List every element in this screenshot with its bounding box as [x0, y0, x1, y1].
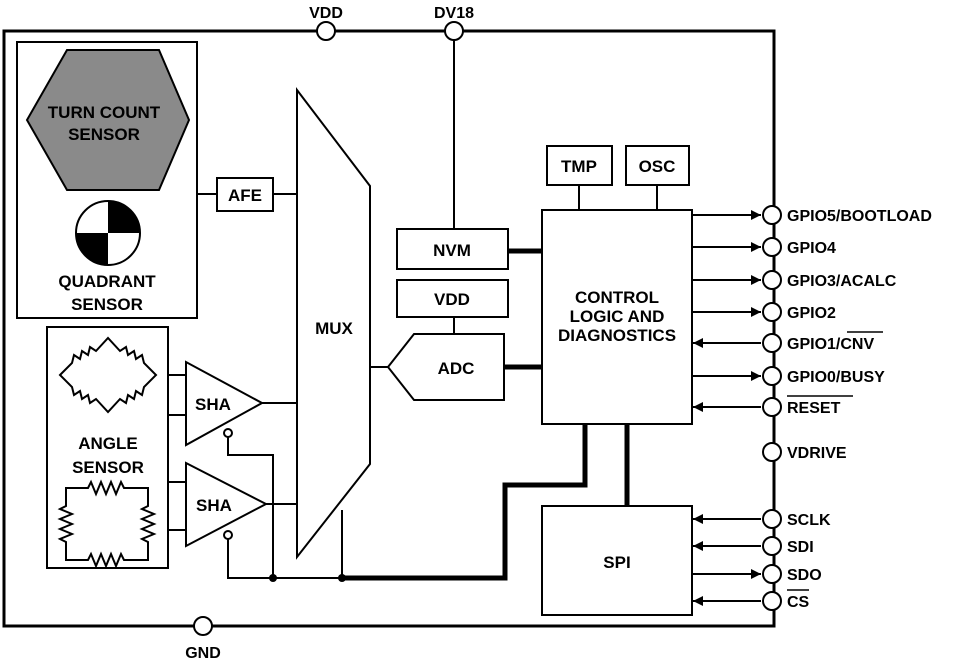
pin-gpio3: GPIO3/ACALC [762, 270, 897, 290]
nvm-label: NVM [433, 241, 471, 260]
pin-gpio5-label: GPIO5/BOOTLOAD [787, 208, 932, 225]
angle-bridge-square [57, 479, 157, 569]
afe-block [216, 177, 274, 212]
pin-vdrive: VDRIVE [762, 442, 847, 462]
nvm-block [396, 228, 509, 270]
vdd-reg-label: VDD [434, 290, 470, 309]
angle-sensor-label-2: SENSOR [72, 458, 144, 477]
afe-label: AFE [228, 186, 262, 205]
adc-label: ADC [438, 359, 475, 378]
tmp-label: TMP [561, 157, 597, 176]
turn-count-sensor-label-1: TURN COUNT [48, 103, 161, 122]
dv18-pin: DV18 [434, 5, 474, 41]
sha-bottom-label: SHA [196, 496, 232, 515]
pin-gpio0: GPIO0/BUSY [762, 366, 885, 386]
pin-sdi: SDI [762, 536, 814, 556]
pin-sdi-label: SDI [787, 539, 814, 556]
pin-sdo: SDO [762, 564, 822, 584]
sha-top: SHA [185, 360, 265, 447]
mux-block: MUX [296, 87, 371, 560]
quadrant-sensor-icon [75, 200, 141, 266]
sha-bottom: SHA [185, 461, 269, 548]
osc-label: OSC [639, 157, 676, 176]
gnd-pin: GND [185, 616, 221, 662]
vdd-pin-label: VDD [309, 5, 343, 22]
angle-bridge-diamond [58, 336, 158, 414]
pin-gpio0-label: GPIO0/BUSY [787, 369, 885, 386]
control-label-2: LOGIC AND [570, 307, 665, 326]
pin-sclk-label: SCLK [787, 512, 831, 529]
gnd-pin-label: GND [185, 645, 221, 662]
adc-block: ADC [386, 333, 505, 401]
pin-gpio2: GPIO2 [762, 302, 836, 322]
turn-count-sensor-label-2: SENSOR [68, 125, 140, 144]
angle-sensor-label-1: ANGLE [78, 434, 138, 453]
mux-label: MUX [315, 319, 353, 338]
spi-block [541, 505, 693, 616]
quadrant-sensor-label-1: QUADRANT [58, 272, 156, 291]
spi-label: SPI [603, 553, 630, 572]
pin-gpio1-label: GPIO1/CNV [787, 336, 874, 353]
pin-reset-label: RESET [787, 400, 841, 417]
pin-gpio5: GPIO5/BOOTLOAD [762, 205, 932, 225]
pin-sclk: SCLK [762, 509, 831, 529]
dv18-pin-label: DV18 [434, 5, 474, 22]
pin-gpio4-label: GPIO4 [787, 240, 836, 257]
pin-vdrive-label: VDRIVE [787, 445, 847, 462]
vdd-reg-block [396, 279, 509, 318]
chip-outline [2, 29, 776, 628]
control-label-3: DIAGNOSTICS [558, 326, 676, 345]
quadrant-sensor-label-2: SENSOR [71, 295, 143, 314]
pin-gpio3-label: GPIO3/ACALC [787, 273, 897, 290]
pin-sdo-label: SDO [787, 567, 822, 584]
pin-gpio1: GPIO1/CNV [762, 331, 883, 353]
turn-count-sensor: TURN COUNT SENSOR [25, 49, 191, 191]
pin-cs-label: CS [787, 594, 810, 611]
control-logic-block [541, 209, 693, 425]
pin-reset: RESET [762, 395, 853, 417]
pin-cs: CS [762, 589, 810, 611]
pin-gpio2-label: GPIO2 [787, 305, 836, 322]
tmp-block [546, 145, 613, 186]
sha-top-label: SHA [195, 395, 231, 414]
vdd-pin: VDD [309, 5, 343, 41]
control-label-1: CONTROL [575, 288, 659, 307]
pin-gpio4: GPIO4 [762, 237, 836, 257]
